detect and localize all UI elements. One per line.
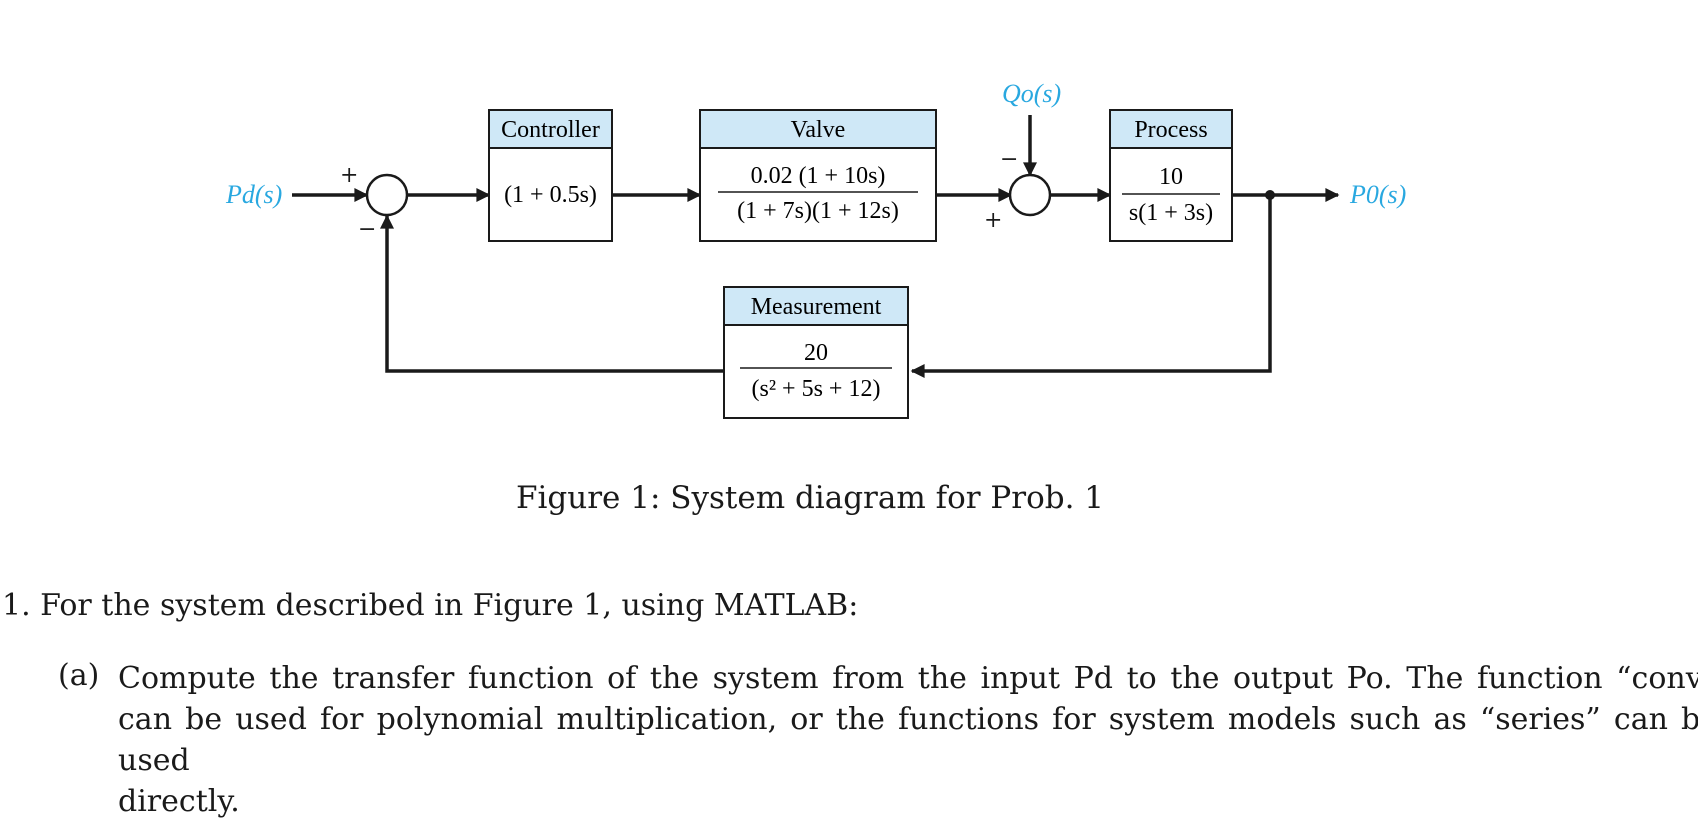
controller-title: Controller xyxy=(501,117,600,143)
question-number: 1. xyxy=(2,588,31,623)
part-line-1: Compute the transfer function of the sys… xyxy=(118,661,1698,696)
input-signal-label: Pd(s) xyxy=(225,180,282,209)
measurement-denominator: (s² + 5s + 12) xyxy=(752,376,881,402)
part-body: Compute the transfer function of the sys… xyxy=(118,658,1698,822)
sum1-sign-top: + xyxy=(340,163,358,188)
measurement-block: Measurement 20 (s² + 5s + 12) xyxy=(723,286,909,419)
controller-block: Controller (1 + 0.5s) xyxy=(488,109,613,242)
disturbance-signal-label: Qo(s) xyxy=(1002,79,1061,108)
process-denominator: s(1 + 3s) xyxy=(1129,200,1213,226)
question-part-a: (a) Compute the transfer function of the… xyxy=(58,658,1698,822)
takeoff-point xyxy=(1265,190,1275,200)
sum2-sign-top: − xyxy=(1000,147,1018,172)
measurement-to-sum1-arrow xyxy=(380,214,724,373)
sum2-sign-bottom: + xyxy=(984,208,1002,233)
figure-caption: Figure 1: System diagram for Prob. 1 xyxy=(515,480,1105,516)
output-signal-label: P0(s) xyxy=(1349,180,1406,209)
sum1-sign-bottom: − xyxy=(358,217,376,242)
question-1: 1. For the system described in Figure 1,… xyxy=(2,588,858,623)
measurement-title: Measurement xyxy=(751,294,882,320)
process-block: Process 10 s(1 + 3s) xyxy=(1109,109,1233,242)
process-numerator: 10 xyxy=(1159,164,1183,190)
valve-title: Valve xyxy=(791,117,846,143)
process-title: Process xyxy=(1134,117,1207,143)
summing-junction-2 xyxy=(1008,173,1052,217)
part-label: (a) xyxy=(58,658,100,693)
feedback-to-measurement-arrow xyxy=(910,195,1272,378)
part-line-3: directly. xyxy=(118,784,240,819)
measurement-numerator: 20 xyxy=(804,340,828,366)
valve-block: Valve 0.02 (1 + 10s) (1 + 7s)(1 + 12s) xyxy=(699,109,937,242)
question-text: For the system described in Figure 1, us… xyxy=(40,588,859,623)
valve-denominator: (1 + 7s)(1 + 12s) xyxy=(737,198,899,224)
valve-numerator: 0.02 (1 + 10s) xyxy=(751,163,886,189)
block-diagram: + − − + Controller (1 + 0.5s) Valve 0.02… xyxy=(225,79,1406,419)
controller-expr: (1 + 0.5s) xyxy=(504,182,597,208)
summing-junction-1 xyxy=(365,173,409,217)
part-line-2: can be used for polynomial multiplicatio… xyxy=(118,702,1698,778)
